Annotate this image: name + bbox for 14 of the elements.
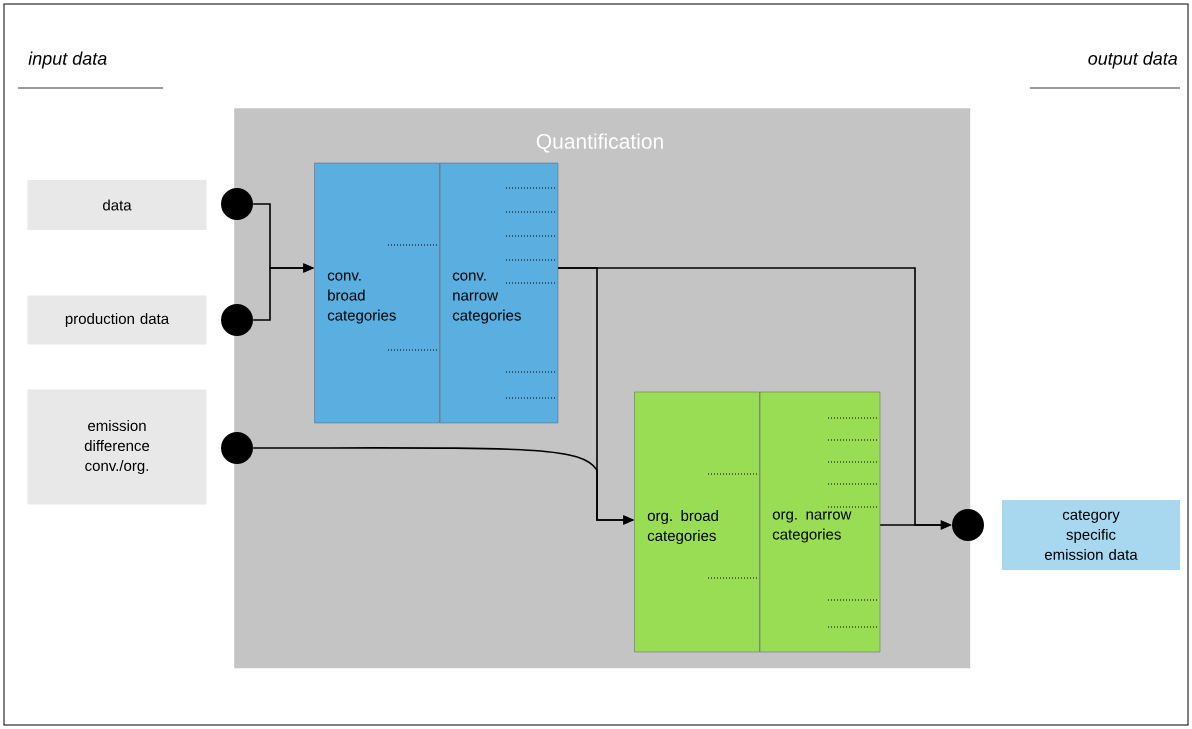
category-box: org. narrow categories	[759, 391, 881, 653]
category-box: conv. narrow categories	[439, 162, 559, 424]
section-label: output data	[1088, 51, 1178, 69]
data-card: data	[27, 180, 207, 230]
category-box: conv. broad categories	[314, 162, 440, 424]
section-label: input data	[28, 51, 107, 69]
data-card: emission difference conv./org.	[27, 389, 207, 505]
connector-dot	[221, 304, 253, 336]
connector-dot	[221, 432, 253, 464]
connector-dot	[952, 509, 984, 541]
data-card: production data	[27, 295, 207, 345]
connector-dot	[221, 188, 253, 220]
data-card: category specific emission data	[1002, 500, 1180, 570]
category-box: org. broad categories	[634, 391, 760, 653]
